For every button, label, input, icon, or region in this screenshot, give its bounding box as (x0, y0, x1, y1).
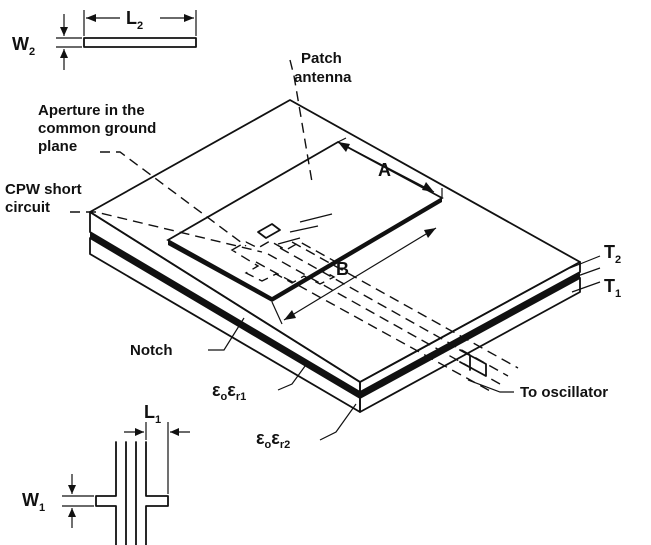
oscillator-leader (467, 379, 514, 393)
thickness-markers: T2 T1 (569, 242, 621, 300)
patch-left-edge (168, 240, 272, 302)
aperture-leader (100, 151, 247, 247)
t2-tick-top (569, 255, 601, 269)
dim-a-arrow-line (337, 141, 435, 193)
inset-l1-w1: L1 W1 (22, 402, 190, 545)
l1-arrow-right (170, 428, 179, 436)
l1-label: L1 (144, 402, 161, 426)
patch-right-edge (272, 198, 442, 302)
cpw-slot-outline (95, 441, 169, 545)
labels: Patch antenna Aperture in the common gro… (5, 50, 608, 451)
t2-label: T2 (604, 242, 621, 266)
l2-arrow-right (184, 14, 194, 22)
l1-arrow-left (135, 428, 144, 436)
label-eps-r2: εoεr2 (256, 428, 290, 451)
dim-b-arrowhead-start (284, 310, 296, 320)
inset-strip (83, 37, 197, 48)
label-cpw-1: CPW short (5, 181, 82, 198)
w2-arrow-bottom (60, 49, 68, 58)
dim-b-ext-line (271, 301, 283, 325)
cpw-leader (70, 211, 263, 253)
cpw-line-b (267, 253, 501, 385)
patch-top (166, 140, 444, 300)
patch-leader (289, 59, 313, 183)
w2-label: W2 (12, 34, 35, 58)
t1-label: T1 (604, 276, 621, 300)
label-to-oscillator: To oscillator (520, 384, 608, 401)
t2-tick-bottom (571, 267, 601, 279)
patch (166, 140, 444, 302)
label-notch: Notch (130, 342, 173, 359)
substrate-stack (89, 99, 581, 413)
leader-lines (70, 59, 514, 441)
upper-layer-right-face (359, 261, 581, 393)
label-patch-antenna-2: antenna (294, 69, 352, 86)
dimension-b: B (271, 227, 437, 325)
dim-b-arrowhead-end (424, 228, 436, 238)
t1-tick-bottom (571, 281, 601, 293)
ground-plane-right (360, 272, 580, 398)
dim-a-arrowhead-end (422, 182, 434, 192)
aperture-and-cpw (230, 240, 519, 393)
eps1-leader (277, 361, 309, 391)
dim-b-label: B (336, 259, 349, 279)
label-patch-antenna-1: Patch (301, 50, 342, 67)
dim-b-arrow-line (283, 227, 437, 321)
cpw-line-d (291, 241, 519, 369)
inset-l2-w2: L2 W2 (12, 8, 197, 70)
l2-arrow-left (86, 14, 96, 22)
aperture-cross (230, 240, 338, 285)
label-aperture-1: Aperture in the (38, 102, 145, 119)
label-cpw-2: circuit (5, 199, 50, 216)
eps2-leader (319, 403, 357, 441)
dim-a-arrowhead-start (338, 142, 350, 152)
patch-feed-marks (277, 213, 333, 245)
w2-arrow-top (60, 27, 68, 36)
l2-label: L2 (126, 8, 143, 32)
label-aperture-2: common ground (38, 120, 156, 137)
ground-plane-left (90, 232, 360, 398)
dim-a-label: A (378, 160, 391, 180)
feed-stub (459, 349, 487, 377)
label-eps-r1: εoεr1 (212, 380, 246, 403)
dim-a-ext-line (337, 137, 443, 198)
w1-arrow-top (68, 485, 76, 494)
w1-arrow-bottom (68, 508, 76, 517)
label-aperture-3: plane (38, 138, 77, 155)
cpw-line-a (255, 261, 493, 393)
w1-label: W1 (22, 490, 45, 514)
dimension-a: A (337, 137, 443, 198)
lower-layer-right-face (359, 277, 581, 413)
notch-leader (208, 317, 245, 351)
patch-slot (257, 223, 281, 239)
